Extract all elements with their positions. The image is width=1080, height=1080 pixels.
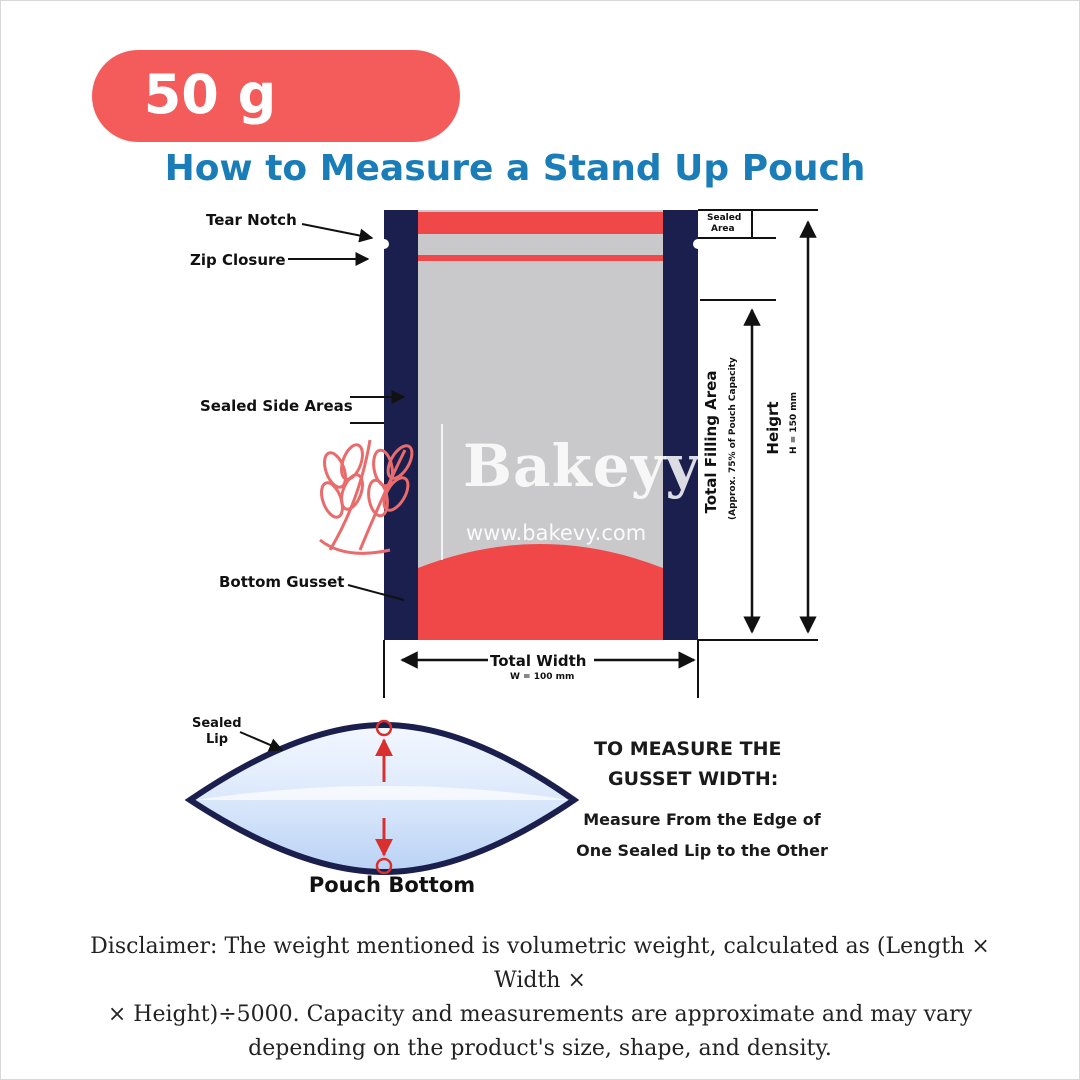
disclaimer: Disclaimer: The weight mentioned is volu… [60,930,1020,1066]
zip-line [418,255,663,261]
watermark-url: www.bakevy.com [466,521,647,545]
disclaimer-line-2: × Height)÷5000. Capacity and measurement… [107,1002,973,1027]
pouch-front [379,210,703,640]
tear-notch-label: Tear Notch [206,211,297,229]
disclaimer-line-3: depending on the product's size, shape, … [248,1036,832,1061]
height-value-label: H = 150 mm [789,392,799,455]
gusset-heading-1: TO MEASURE THE [594,738,782,760]
sealed-lip-arrow [239,731,284,752]
watermark-brand: Bakeyy [463,432,701,500]
sealed-area-label-2: Area [711,224,735,234]
bottom-gusset-label: Bottom Gusset [219,573,345,591]
gusset-instruction-1: Measure From the Edge of [583,810,821,829]
weight-badge [92,50,460,142]
tear-notch-right [693,239,703,249]
total-filling-area-label: Total Filling Area [702,370,720,514]
disclaimer-line-1: Disclaimer: The weight mentioned is volu… [90,934,990,993]
gusset-instruction-2: One Sealed Lip to the Other [576,841,828,860]
zip-closure-label: Zip Closure [190,251,286,269]
gusset-heading-2: GUSSET WIDTH: [608,768,779,790]
pouch-bottom-diagram [184,719,580,876]
sealed-lip-label-1: Sealed [192,716,242,731]
sealed-area-label-1: Sealed [707,213,742,223]
total-width-label: Total Width [490,652,587,670]
tear-notch-arrow [301,223,374,243]
sealed-side-areas-label: Sealed Side Areas [200,397,353,415]
pouch-bottom-label: Pouch Bottom [308,873,476,897]
height-label: Heigrt [764,401,782,455]
sealed-lip-label-2: Lip [206,732,229,747]
filling-note-label: (Approx. 75% of Pouch Capacity [728,357,738,520]
gusset-red [418,544,663,640]
bottom-gusset-pointer [347,584,405,601]
wheat-logo [319,439,414,555]
tear-notch-left [379,239,389,249]
width-value-label: W = 100 mm [510,672,575,682]
weight-badge-text: 50 g [143,63,277,126]
diagram-title: How to Measure a Stand Up Pouch [164,148,866,189]
